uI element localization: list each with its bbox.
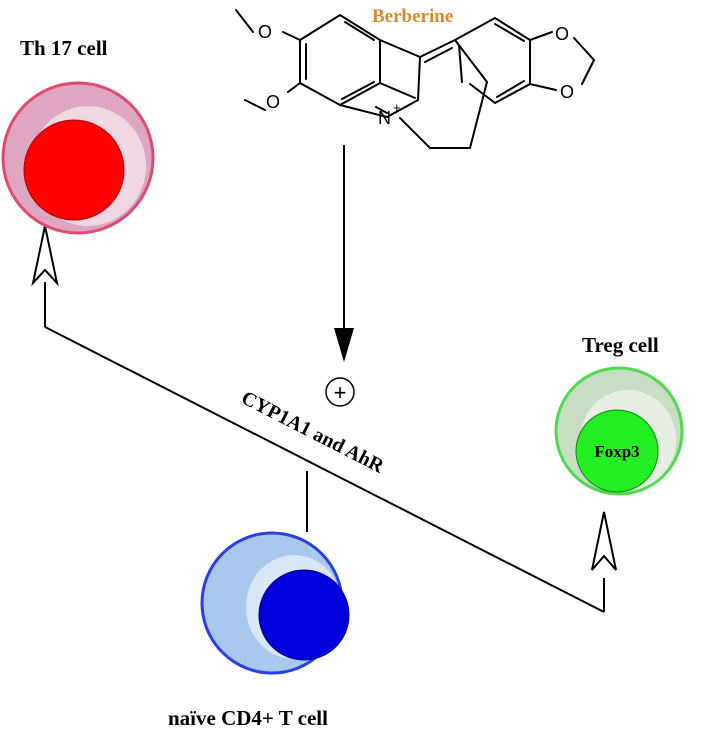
atom-o-ring-bottom: O: [560, 82, 574, 102]
compound-name: Berberine: [372, 6, 453, 27]
methoxy-upper: [235, 9, 301, 41]
activation-arrowhead: [334, 328, 354, 362]
methoxy-lower: [244, 82, 301, 111]
th17-nucleus: [23, 119, 125, 221]
pathway-diagonal: [44, 326, 605, 613]
ring-c: [399, 38, 489, 149]
activation-plus: +: [334, 380, 347, 405]
treg-label: Treg cell: [582, 333, 659, 357]
naive-nucleus: [258, 569, 350, 661]
naive-label: naïve CD4+ T cell: [168, 706, 328, 730]
ring-d: [454, 16, 531, 105]
th17-cell: [1, 81, 155, 235]
foxp3-label: Foxp3: [594, 442, 639, 461]
atom-charge: +: [393, 100, 401, 115]
atom-o-lower: O: [266, 92, 280, 112]
pathway-lines: [44, 282, 605, 613]
ring-b: [339, 39, 422, 119]
th17-label: Th 17 cell: [20, 36, 108, 60]
atom-o-upper: O: [258, 22, 272, 42]
atom-n: N: [378, 108, 391, 128]
th17-open-arrowhead: [31, 225, 59, 287]
activation-circle: [325, 377, 355, 407]
naive-cell: [200, 531, 350, 675]
ring-a: [299, 13, 381, 107]
treg-nucleus: [575, 409, 659, 493]
treg-cell: Foxp3: [554, 366, 684, 496]
atom-o-ring-top: O: [555, 24, 569, 44]
treg-open-arrowhead: [591, 511, 617, 571]
methylenedioxy: [529, 31, 596, 91]
berberine-structure: [235, 9, 596, 149]
berberine-atoms: O O O O N +: [258, 22, 574, 128]
